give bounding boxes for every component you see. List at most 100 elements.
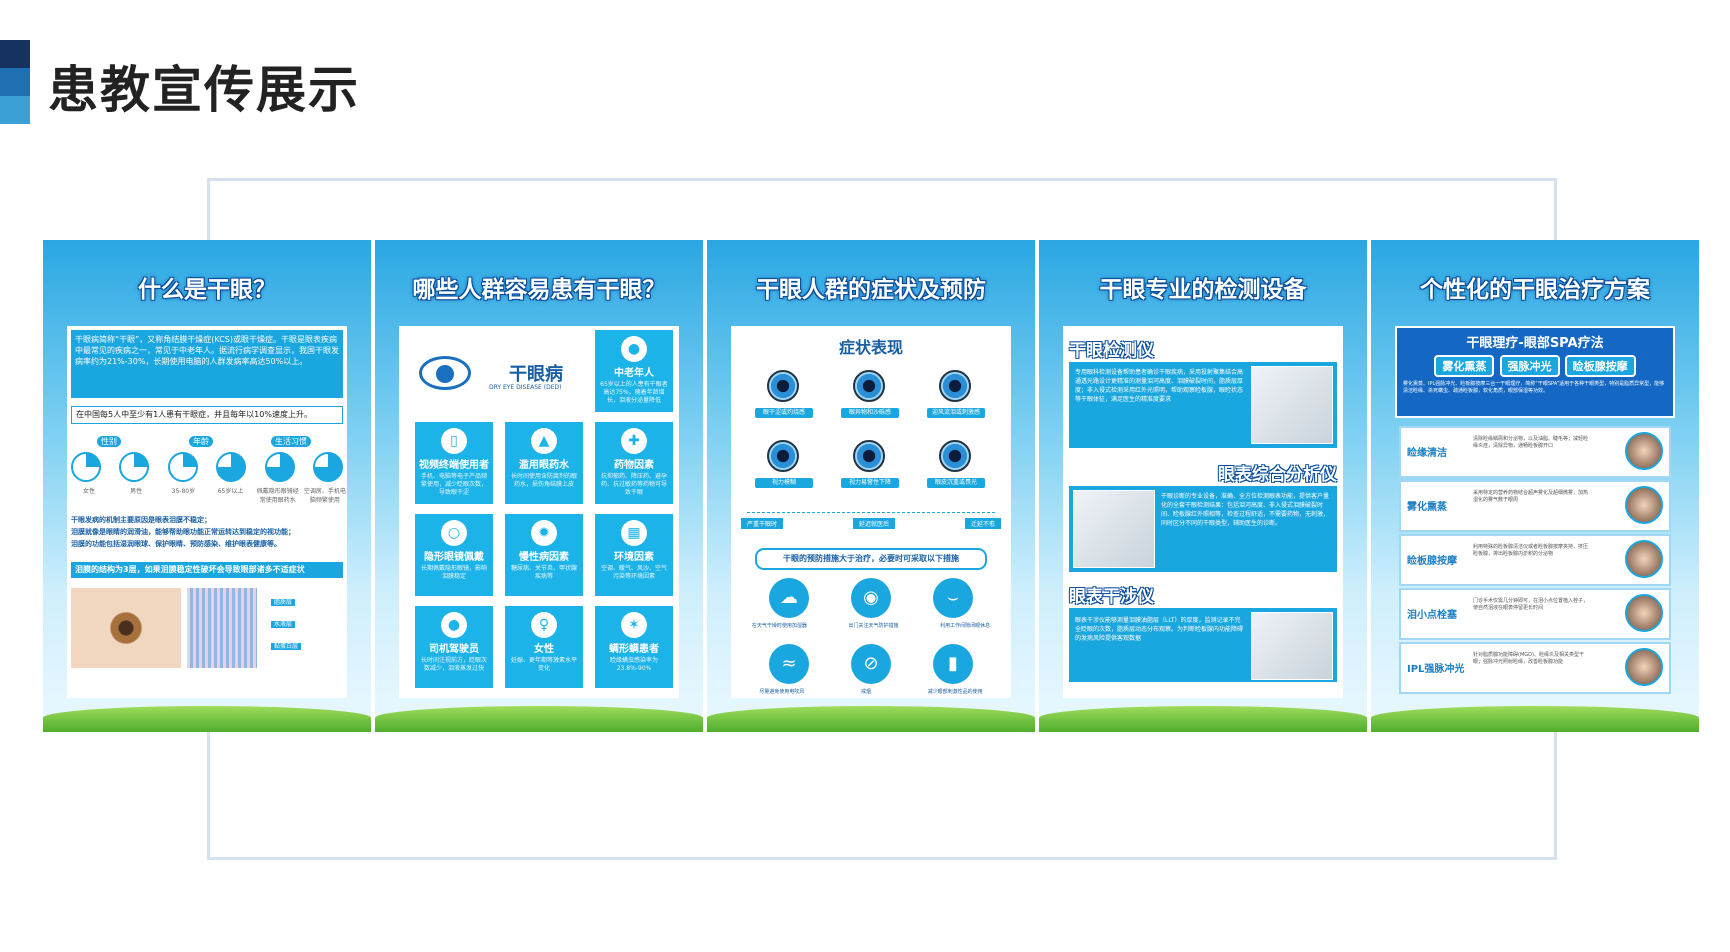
tile-label: 司机驾驶员	[429, 644, 479, 655]
glasses-icon: ◉	[851, 578, 891, 618]
lipstick-icon: ▮	[933, 644, 973, 684]
building-icon: ▦	[621, 520, 647, 546]
circle-label: 男性	[130, 488, 143, 495]
spa-intro: 雾化熏蒸、IPL强脉冲光、睑板腺按摩三合一干眼理疗，简称“干眼SPA”适用于各种…	[1403, 381, 1665, 394]
treatment-photo	[1625, 486, 1663, 524]
treatment-row: 雾化熏蒸 采用特定的营养药物结合超声雾化及超细微雾，加热湿化的雾气敷于眼周	[1399, 480, 1671, 532]
eye-photo	[71, 588, 181, 668]
device-image	[1251, 366, 1333, 444]
poster-risk-groups[interactable]: 哪些人群容易患有干眼？ 干眼病 DRY EYE DISEASE (DED) ● …	[375, 240, 703, 732]
tile-desc: 空调、暖气、风沙、空气污染等环境因素	[600, 565, 667, 580]
pie-icon	[71, 452, 101, 482]
layer-label: 水液层	[271, 621, 296, 628]
bug-icon: ✶	[621, 612, 647, 638]
prevention-label: 戒烟	[860, 689, 871, 695]
treatment-row: 睑缘清洁 清除睑缘鳞屑和分泌物，以及油脂、睫毛等；减轻睑缘炎症，清除异物，通畅睑…	[1399, 426, 1671, 478]
eye-symptom-icon: 眼皮沉重或畏光	[923, 436, 989, 488]
accent-bar-mid	[0, 68, 30, 96]
circle-labels: 女性 男性 35-80岁 65岁以上 佩戴隐形眼镜经常使用眼药水 空调房、手机电…	[67, 486, 347, 504]
phone-icon: ▯	[441, 428, 467, 454]
treatment-photo	[1625, 540, 1663, 578]
prevention-label: 利用工作间隙闭眼休息	[940, 623, 991, 629]
pill-icon: ✚	[621, 428, 647, 454]
risk-tile-contact-lens: ○ 隐形眼镜佩戴 长期佩戴隐形眼镜，影响泪膜稳定	[415, 514, 493, 596]
prevention-labels-row2: 尽量避免使用电吹风 戒烟 减少眼部刺激性品的使用	[731, 688, 1011, 695]
layer-label: 黏蛋白层	[271, 643, 302, 650]
risk-tile-drugs: ✚ 药物因素 抗抑郁药、降压药、避孕药、抗过敏药等药物可导致干眼	[595, 422, 673, 504]
poster-what-is-dry-eye[interactable]: 什么是干眼？ 干眼病简称“干眼”，又称角结膜干燥症(KCS)或眼干燥症。干眼是眼…	[43, 240, 371, 732]
risk-tile-drivers: ● 司机驾驶员 长时间注视前方，眨眼次数减少，泪液蒸发过快	[415, 606, 493, 688]
spa-tag: 强脉冲光	[1499, 355, 1560, 377]
poster-testing-devices[interactable]: 干眼专业的检测设备 干眼检测仪 专用眼科检测设备帮助患者确诊干眼疾病，采用投射聚…	[1039, 240, 1367, 732]
poster-card: 干眼病 DRY EYE DISEASE (DED) ● 中老年人 65岁以上的人…	[399, 326, 679, 698]
tile-label: 药物因素	[614, 460, 654, 471]
bullet-item: 泪膜就像是眼睛的润滑油，能够帮助眼功能正常运转达到稳定的视功能；	[71, 528, 295, 536]
brand-title: 干眼病	[509, 364, 563, 385]
closed-eye-icon: ⌣	[933, 578, 973, 618]
poster-card: 干眼病简称“干眼”，又称角结膜干燥症(KCS)或眼干燥症。干眼是眼表疾病中最常见…	[67, 326, 347, 698]
treatment-desc: 门诊手术仅需几分钟即可，在泪小点位置植入栓子，使自然泪液在眼表停留更长时间	[1473, 598, 1589, 611]
risk-tile-chronic: ✹ 慢性病因素 糖尿病、关节炎、甲状腺疾病等	[505, 514, 583, 596]
grass-strip	[1039, 706, 1367, 732]
eye-logo-icon	[419, 356, 471, 390]
pie-icon	[167, 452, 198, 482]
eye-symptom-icon: 眼干涩或灼烧感	[751, 366, 817, 418]
treatment-row: IPL强脉冲光 针对脂质腺功能障碍(MGD)、睑缘炎及相关类型干眼；强脉冲光照射…	[1399, 642, 1671, 694]
pie-icon	[264, 452, 295, 482]
pie-icon	[216, 452, 247, 482]
poster-symptoms-prevention[interactable]: 干眼人群的症状及预防 症状表现 眼干涩或灼烧感 眼异物和沙砾感 迎风流泪或刺激感…	[707, 240, 1035, 732]
symptom-label: 眼干涩或灼烧感	[755, 408, 813, 418]
eye-symptom-icon: 眼异物和沙砾感	[837, 366, 903, 418]
treatment-row: 泪小点栓塞 门诊手术仅需几分钟即可，在泪小点位置植入栓子，使自然泪液在眼表停留更…	[1399, 588, 1671, 640]
bottle-icon: ▲	[531, 428, 557, 454]
treatment-row: 睑板腺按摩 利用特殊的睑板腺清洁仪或者睑板腺按摩夹持，挤压睑板腺，排出睑板腺内淤…	[1399, 534, 1671, 586]
eye-symptom-icon: 视力易警性下降	[837, 436, 903, 488]
stage-labels: 严重干眼时 延迟就医后 迁延不愈	[741, 518, 1001, 529]
risk-tile-eyedrops: ▲ 滥用眼药水 长时间使用含防腐剂的眼药水，损伤角结膜上皮	[505, 422, 583, 504]
poster-title: 干眼专业的检测设备	[1099, 277, 1307, 303]
spa-tags: 雾化熏蒸 强脉冲光 睑板腺按摩	[1397, 355, 1673, 377]
grass-strip	[375, 706, 703, 732]
page-title: 患教宣传展示	[48, 61, 360, 119]
poster-title: 个性化的干眼治疗方案	[1420, 277, 1650, 303]
tile-desc: 手机、电脑等电子产品频繁使用，减少眨眼次数，导致眼干涩	[420, 473, 487, 496]
symptom-label: 眼皮沉重或畏光	[927, 478, 985, 488]
treatment-name: 雾化熏蒸	[1407, 502, 1447, 513]
risk-tile-mites: ✶ 螨形螨患者 睑缘螨虫感染率为23.8%-90%	[595, 606, 673, 688]
risk-tile-women: ♀ 女性 妊娠、更年期等激素水平变化	[505, 606, 583, 688]
treatment-photo	[1625, 432, 1663, 470]
layer-labels: 脂质层 水液层 黏蛋白层	[271, 592, 339, 658]
grass-strip	[43, 706, 371, 732]
circle-label: 65岁以上	[217, 488, 244, 495]
risk-tile-environment: ▦ 环境因素 空调、暖气、风沙、空气污染等环境因素	[595, 514, 673, 596]
spa-tag: 雾化熏蒸	[1434, 355, 1495, 377]
treatment-desc: 针对脂质腺功能障碍(MGD)、睑缘炎及相关类型干眼；强脉冲光照射睑缘，改善睑板腺…	[1473, 652, 1584, 665]
tile-desc: 长期佩戴隐形眼镜，影响泪膜稳定	[420, 565, 487, 580]
stage-arrow	[747, 512, 995, 513]
spa-header: 干眼理疗-眼部SPA疗法 雾化熏蒸 强脉冲光 睑板腺按摩 雾化熏蒸、IPL强脉冲…	[1395, 326, 1675, 418]
tearfilm-diagram	[187, 588, 257, 668]
treatment-desc: 采用特定的营养药物结合超声雾化及超细微雾，加热湿化的雾气敷于眼周	[1473, 490, 1589, 503]
risk-tile-elderly: ● 中老年人 65岁以上的人患有干眼者高达75%，随着年龄增长，泪液分泌量降低	[595, 330, 673, 412]
poster-treatment-plan[interactable]: 个性化的干眼治疗方案 干眼理疗-眼部SPA疗法 雾化熏蒸 强脉冲光 睑板腺按摩 …	[1371, 240, 1699, 732]
device-image	[1251, 612, 1333, 680]
tile-label: 螨形螨患者	[609, 644, 659, 655]
tile-label: 视频终端使用者	[419, 460, 489, 471]
prevention-label: 尽量避免使用电吹风	[759, 689, 805, 695]
lens-icon: ○	[441, 520, 467, 546]
tile-desc: 睑缘螨虫感染率为23.8%-90%	[609, 657, 658, 672]
treatment-photo	[1625, 594, 1663, 632]
stage-label: 延迟就医后	[852, 518, 895, 529]
prevention-label: 在天气干燥时使用加湿器	[751, 623, 807, 629]
treatment-photo	[1625, 648, 1663, 686]
treatment-desc: 清除睑缘鳞屑和分泌物，以及油脂、睫毛等；减轻睑缘炎症，清除异物，通畅睑板腺开口	[1473, 436, 1589, 449]
circle-label: 空调房、手机电脑频繁使用	[303, 488, 346, 504]
symptom-label: 眼异物和沙砾感	[841, 408, 899, 418]
pie-icon	[119, 452, 150, 482]
bullet-item: 泪膜的功能包括湿润眼球、保护眼睛、预防感染、维护眼表健康等。	[71, 540, 281, 548]
treatment-name: IPL强脉冲光	[1407, 664, 1465, 675]
symptom-label: 视力模糊	[755, 478, 813, 488]
spa-title: 干眼理疗-眼部SPA疗法	[1466, 336, 1604, 351]
intro-text: 干眼病简称“干眼”，又称角结膜干燥症(KCS)或眼干燥症。干眼是眼表疾病中最常见…	[71, 330, 343, 398]
tile-desc: 抗抑郁药、降压药、避孕药、抗过敏药等药物可导致干眼	[600, 473, 667, 496]
